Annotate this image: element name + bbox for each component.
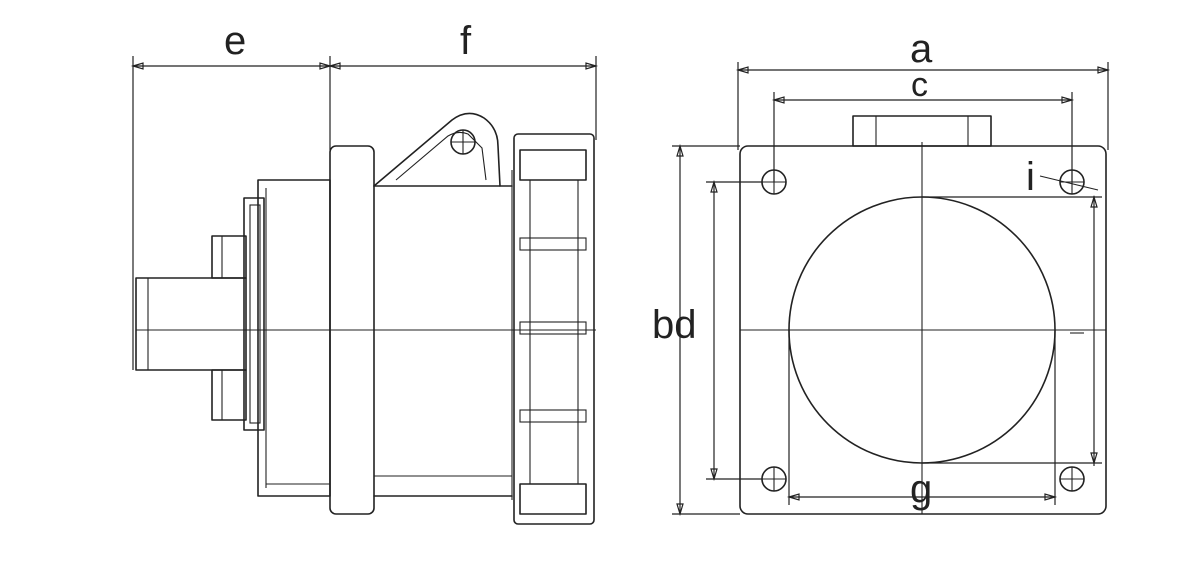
hinge-bracket (373, 112, 501, 187)
side-view: e f (130, 19, 599, 525)
dimension-a (735, 62, 1111, 150)
dimension-b (672, 143, 740, 517)
front-collar (513, 133, 595, 525)
label-i: i (1026, 155, 1035, 199)
main-body (373, 170, 513, 500)
dimension-g (786, 330, 1058, 505)
label-bd: bd (652, 303, 697, 347)
dimension-right (922, 194, 1102, 466)
dimension-c (771, 92, 1075, 182)
top-tab (852, 115, 992, 147)
dimension-d (706, 179, 762, 482)
leader-i (1039, 175, 1099, 191)
front-view: a c i bd g (652, 27, 1111, 517)
rear-stub (135, 235, 247, 421)
label-f: f (460, 19, 472, 63)
label-e: e (224, 19, 246, 63)
label-a: a (910, 27, 933, 71)
dimension-e-f (130, 56, 599, 370)
rear-flange (243, 179, 331, 497)
label-g: g (910, 467, 932, 511)
label-c: c (911, 66, 928, 104)
